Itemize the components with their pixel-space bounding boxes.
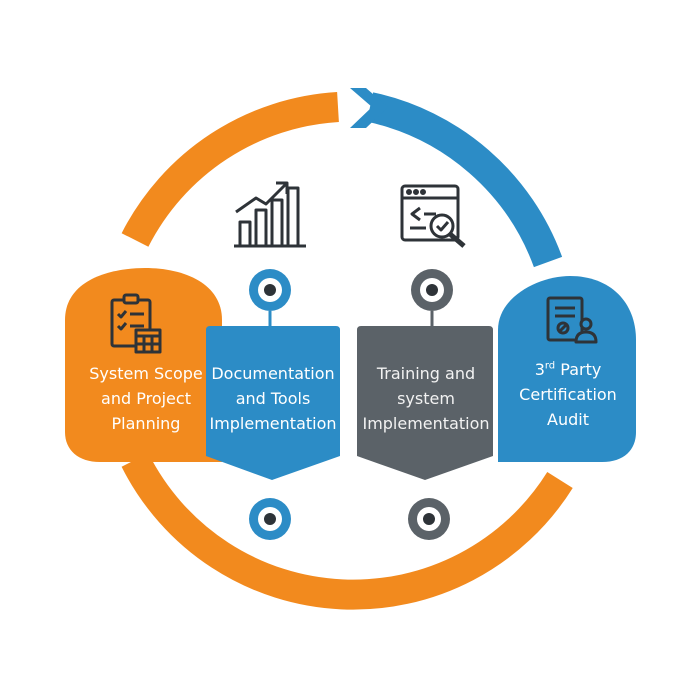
cycle-arc-blue (366, 92, 563, 268)
browser-code-magnifier-icon (400, 184, 466, 248)
cycle-ring (121, 88, 573, 610)
stage-audit-line-3: Audit (547, 410, 589, 429)
stage-docs-line-2: and Tools (235, 389, 311, 408)
stage-audit-shape (498, 276, 636, 462)
stage-training-label: Training and system Implementation (355, 361, 497, 436)
node-bottom-blue (249, 498, 291, 540)
cycle-arrow-icon (350, 88, 388, 128)
stage-audit-line-2: Certification (519, 385, 617, 404)
stage-docs-line-3: Implementation (209, 414, 337, 433)
stage-training-line-2: system (397, 389, 455, 408)
stage-scope-line-1: System Scope (89, 364, 203, 383)
node-bottom-gray (408, 498, 450, 540)
node-top-gray (411, 269, 453, 326)
stage-docs-line-1: Documentation (211, 364, 335, 383)
stage-audit-label: 3rd Party Certification Audit (498, 357, 638, 432)
stage-training-line-1: Training and (376, 364, 476, 383)
node-top-blue (249, 269, 291, 326)
stage-docs-label: Documentation and Tools Implementation (202, 361, 344, 436)
stage-scope-shape (65, 268, 222, 462)
certificate-document-icon (546, 296, 598, 344)
cycle-arc-orange (121, 92, 573, 610)
stage-training-line-3: Implementation (362, 414, 490, 433)
stage-training-shape (357, 326, 493, 480)
stage-scope-line-3: Planning (111, 414, 181, 433)
stage-audit-line-1: 3rd Party (534, 360, 602, 379)
stage-scope-label: System Scope and Project Planning (66, 361, 226, 436)
clipboard-checklist-calendar-icon (110, 293, 162, 354)
stage-docs-shape (206, 326, 340, 480)
growth-bar-chart-icon (234, 181, 306, 248)
stage-scope-line-2: and Project (101, 389, 191, 408)
